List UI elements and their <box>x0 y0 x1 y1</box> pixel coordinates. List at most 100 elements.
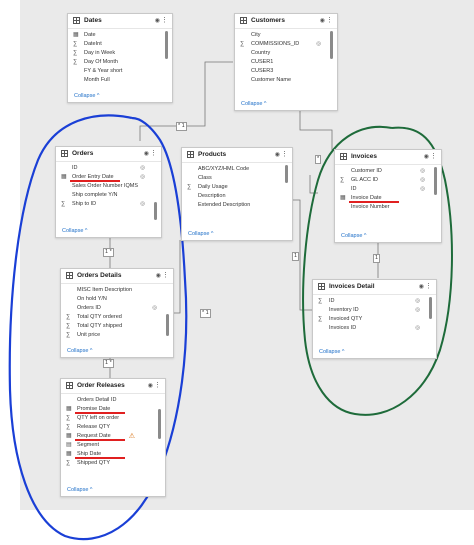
hidden-field-icon[interactable]: ◎ <box>140 174 145 180</box>
table-card-dates[interactable]: Dates◉⋮ ▦Date∑DateInt∑Day in Week∑Day Of … <box>67 13 173 103</box>
field-row[interactable]: CUSER3 <box>235 67 337 76</box>
more-options-icon[interactable]: ⋮ <box>430 153 437 160</box>
field-row[interactable]: Invoices ID◎ <box>313 324 436 333</box>
more-options-icon[interactable]: ⋮ <box>425 283 432 290</box>
collapse-link[interactable]: Collapse ^ <box>241 101 267 107</box>
field-row[interactable]: ▦Ship Date <box>61 450 165 459</box>
field-row[interactable]: On hold Y/N <box>61 295 173 304</box>
field-row[interactable]: ▦Invoice Date <box>335 194 441 203</box>
hidden-field-icon[interactable]: ◎ <box>316 41 321 47</box>
table-header[interactable]: Dates◉⋮ <box>68 14 172 29</box>
field-row[interactable]: Inventory ID◎ <box>313 306 436 315</box>
field-row[interactable]: Customer Name <box>235 76 337 85</box>
visibility-eye-icon[interactable]: ◉ <box>143 151 149 157</box>
field-row[interactable]: ▦Promise Date <box>61 405 165 414</box>
more-options-icon[interactable]: ⋮ <box>162 272 169 279</box>
field-row[interactable]: Sales Order Number IQMS <box>56 182 161 191</box>
visibility-eye-icon[interactable]: ◉ <box>147 383 153 389</box>
hidden-field-icon[interactable]: ◎ <box>152 305 157 311</box>
collapse-link[interactable]: Collapse ^ <box>319 349 345 355</box>
visibility-eye-icon[interactable]: ◉ <box>418 284 424 290</box>
field-row[interactable]: City <box>235 31 337 40</box>
table-header[interactable]: Customers◉⋮ <box>235 14 337 29</box>
visibility-eye-icon[interactable]: ◉ <box>274 152 280 158</box>
more-options-icon[interactable]: ⋮ <box>326 17 333 24</box>
scrollbar[interactable] <box>429 297 432 319</box>
table-card-invoices[interactable]: Invoices◉⋮ Customer ID◎∑GL ACC ID◎ID◎▦Inv… <box>334 149 442 243</box>
field-row[interactable]: Description <box>182 192 292 201</box>
field-row[interactable]: ABC/XYZ/HML Code <box>182 165 292 174</box>
field-row[interactable]: Orders ID◎ <box>61 304 173 313</box>
field-row[interactable]: ID◎ <box>56 164 161 173</box>
collapse-link[interactable]: Collapse ^ <box>67 487 93 493</box>
scrollbar[interactable] <box>154 202 157 220</box>
field-row[interactable]: ∑Release QTY <box>61 423 165 432</box>
table-card-order-releases[interactable]: Order Releases◉⋮ Orders Detail ID▦Promise… <box>60 378 166 497</box>
hidden-field-icon[interactable]: ◎ <box>420 186 425 192</box>
scrollbar[interactable] <box>166 314 169 336</box>
table-header[interactable]: Invoices Detail◉⋮ <box>313 280 436 295</box>
hidden-field-icon[interactable]: ◎ <box>420 177 425 183</box>
collapse-link[interactable]: Collapse ^ <box>62 228 88 234</box>
field-row[interactable]: ▦Order Entry Date◎ <box>56 173 161 182</box>
hidden-field-icon[interactable]: ◎ <box>415 298 420 304</box>
visibility-eye-icon[interactable]: ◉ <box>319 18 325 24</box>
collapse-link[interactable]: Collapse ^ <box>188 231 214 237</box>
more-options-icon[interactable]: ⋮ <box>161 17 168 24</box>
field-row[interactable]: ∑Daily Usage <box>182 183 292 192</box>
field-row[interactable]: ∑Day in Week <box>68 49 172 58</box>
table-card-orders[interactable]: Orders◉⋮ ID◎▦Order Entry Date◎Sales Order… <box>55 146 162 238</box>
field-row[interactable]: Customer ID◎ <box>335 167 441 176</box>
field-row[interactable]: FY & Year short <box>68 67 172 76</box>
field-row[interactable]: ∑DateInt <box>68 40 172 49</box>
visibility-eye-icon[interactable]: ◉ <box>423 154 429 160</box>
field-row[interactable]: Orders Detail ID <box>61 396 165 405</box>
field-row[interactable]: ∑Total QTY shipped <box>61 322 173 331</box>
table-header[interactable]: Orders◉⋮ <box>56 147 161 162</box>
scrollbar[interactable] <box>158 409 161 439</box>
field-row[interactable]: ∑Day Of Month <box>68 58 172 67</box>
collapse-link[interactable]: Collapse ^ <box>74 93 100 99</box>
field-row[interactable]: ▦Date <box>68 31 172 40</box>
scrollbar[interactable] <box>285 165 288 183</box>
more-options-icon[interactable]: ⋮ <box>154 382 161 389</box>
field-row[interactable]: ∑QTY left on order <box>61 414 165 423</box>
scrollbar[interactable] <box>330 31 333 59</box>
table-header[interactable]: Order Releases◉⋮ <box>61 379 165 394</box>
hidden-field-icon[interactable]: ◎ <box>420 168 425 174</box>
field-row[interactable]: ▦Request Date⚠ <box>61 432 165 441</box>
field-row[interactable]: ∑GL ACC ID◎ <box>335 176 441 185</box>
field-row[interactable]: Ship complete Y/N <box>56 191 161 200</box>
hidden-field-icon[interactable]: ◎ <box>415 325 420 331</box>
hidden-field-icon[interactable]: ◎ <box>140 201 145 207</box>
more-options-icon[interactable]: ⋮ <box>150 150 157 157</box>
visibility-eye-icon[interactable]: ◉ <box>155 273 161 279</box>
field-row[interactable]: ∑Total QTY ordered <box>61 313 173 322</box>
field-row[interactable]: Extended Description <box>182 201 292 210</box>
table-header[interactable]: Orders Details◉⋮ <box>61 269 173 284</box>
field-row[interactable]: Month Full <box>68 76 172 85</box>
collapse-link[interactable]: Collapse ^ <box>341 233 367 239</box>
field-row[interactable]: ID◎ <box>335 185 441 194</box>
hidden-field-icon[interactable]: ◎ <box>140 165 145 171</box>
more-options-icon[interactable]: ⋮ <box>281 151 288 158</box>
field-row[interactable]: ∑Shipped QTY <box>61 459 165 468</box>
field-row[interactable]: Class <box>182 174 292 183</box>
scrollbar[interactable] <box>165 31 168 59</box>
field-row[interactable]: ∑Invoiced QTY <box>313 315 436 324</box>
table-header[interactable]: Products◉⋮ <box>182 148 292 163</box>
table-header[interactable]: Invoices◉⋮ <box>335 150 441 165</box>
field-row[interactable]: ∑Ship to ID◎ <box>56 200 161 209</box>
field-row[interactable]: Invoice Number <box>335 203 441 212</box>
field-row[interactable]: Country <box>235 49 337 58</box>
field-row[interactable]: ∑COMMISSIONS_ID◎ <box>235 40 337 49</box>
field-row[interactable]: ∑Unit price <box>61 331 173 340</box>
field-row[interactable]: ∑ID◎ <box>313 297 436 306</box>
field-row[interactable]: MISC Item Description <box>61 286 173 295</box>
scrollbar[interactable] <box>434 167 437 195</box>
table-card-invoices-detail[interactable]: Invoices Detail◉⋮ ∑ID◎Inventory ID◎∑Invoi… <box>312 279 437 359</box>
collapse-link[interactable]: Collapse ^ <box>67 348 93 354</box>
